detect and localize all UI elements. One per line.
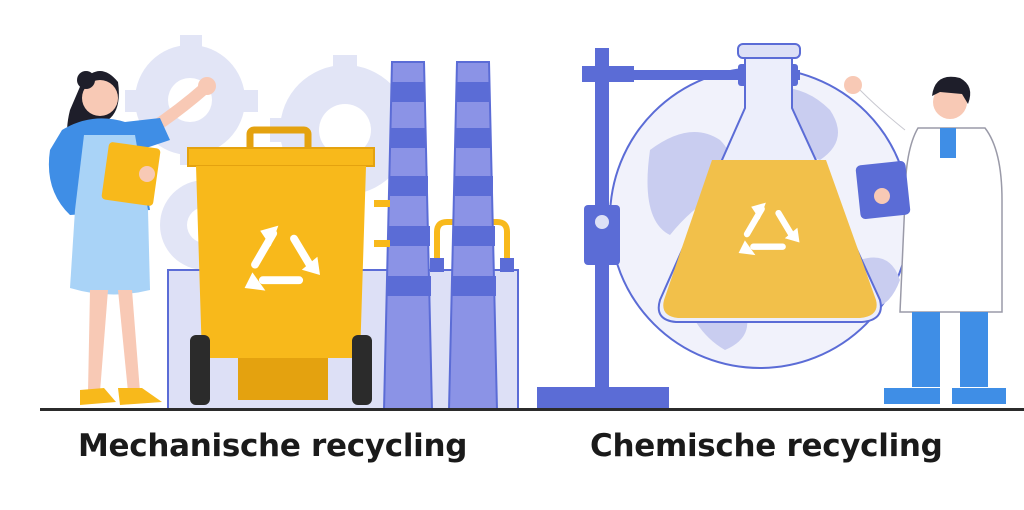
mechanical-recycling-caption: Mechanische recycling [78,428,468,464]
flask [657,43,882,323]
recycling-bin [187,126,390,405]
ground-line [40,408,1024,411]
chemical-recycling-caption: Chemische recycling [590,428,943,464]
chimney [382,61,434,411]
mechanical-scene [48,35,519,411]
chimney [447,61,499,411]
woman-figure [48,71,216,405]
chemical-scene [537,43,1006,409]
scientist-figure [844,76,1006,409]
